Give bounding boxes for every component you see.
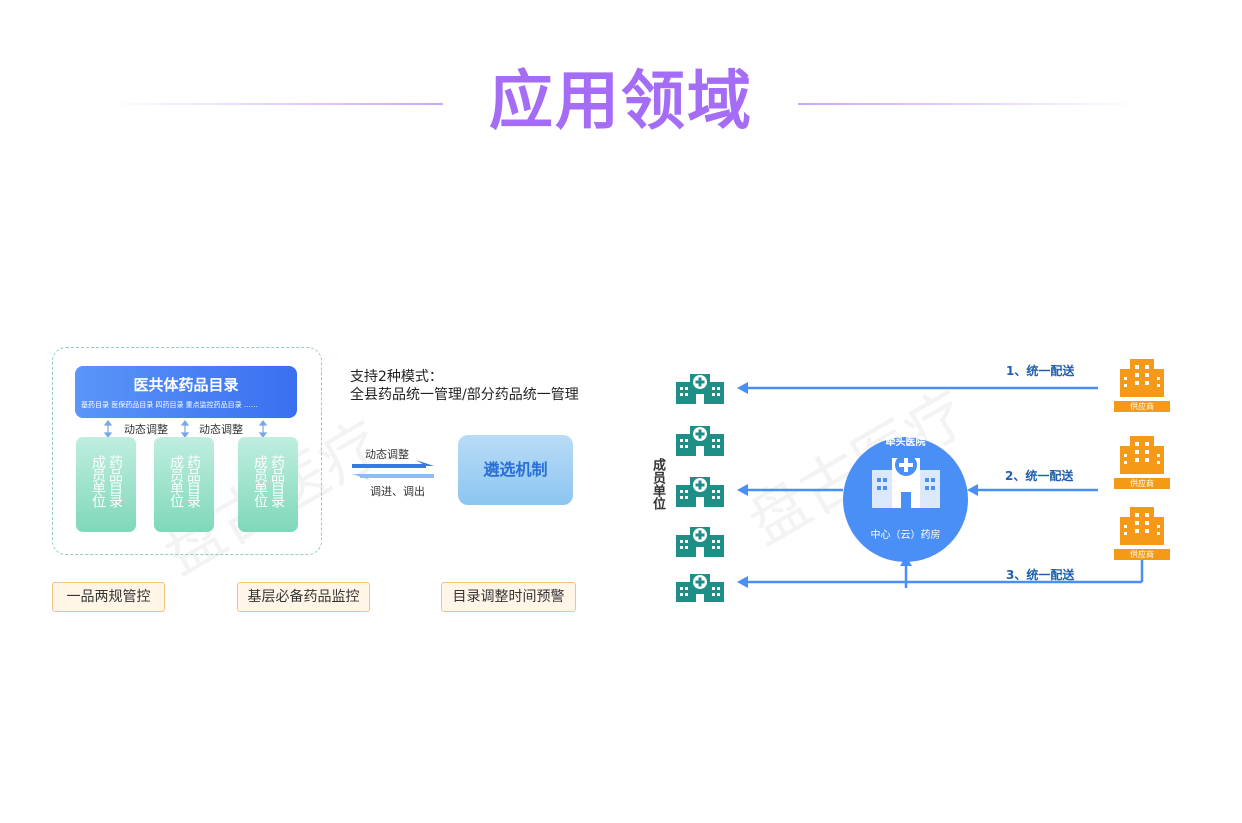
catalog-dashed-frame xyxy=(52,347,322,555)
lead-hospital-label: 牵头医院 xyxy=(885,437,926,448)
supplier-building-icon xyxy=(1120,507,1164,545)
exchange-arrows xyxy=(352,460,434,480)
selection-mechanism-box: 遴选机制 xyxy=(458,435,573,505)
supplier-3: 供应商 xyxy=(1114,505,1170,560)
supplier-label: 供应商 xyxy=(1114,549,1170,560)
page-title: 应用领域 xyxy=(489,65,753,139)
supplier-1: 供应商 xyxy=(1114,357,1170,412)
delivery-label-1: 1、统一配送 xyxy=(1006,364,1075,378)
exchange-bottom-label: 调进、调出 xyxy=(370,485,425,498)
dynamic-adjust-label-1: 动态调整 xyxy=(124,423,168,436)
catalog-title: 医共体药品目录 xyxy=(133,376,239,394)
catalog-header: 医共体药品目录 基药目录 医保药品目录 四药目录 重点监控药品目录 …… xyxy=(75,366,297,418)
member-units-label: 成员单位 xyxy=(650,458,665,510)
tag-one-product-two-specs: 一品两规管控 xyxy=(52,582,165,612)
dynamic-adjust-label-2: 动态调整 xyxy=(199,423,243,436)
modes-line-2: 全县药品统一管理/部分药品统一管理 xyxy=(350,387,579,403)
exchange-top-label: 动态调整 xyxy=(365,448,409,461)
title-divider-right xyxy=(798,103,1138,105)
delivery-label-3: 3、统一配送 xyxy=(1006,568,1075,582)
member-box-text-a: 成员单位 xyxy=(90,455,106,507)
supplier-label: 供应商 xyxy=(1114,401,1170,412)
supplier-2: 供应商 xyxy=(1114,434,1170,489)
central-pharmacy-label: 中心（云）药房 xyxy=(870,530,941,541)
member-box-text-a: 成员单位 xyxy=(252,455,268,507)
tag-catalog-time-alert: 目录调整时间预警 xyxy=(441,582,576,612)
member-catalog-box-1: 成员单位 药品目录 xyxy=(76,437,136,532)
modes-line-1: 支持2种模式： xyxy=(350,369,443,385)
supplier-building-icon xyxy=(1120,359,1164,397)
member-box-text-b: 药品目录 xyxy=(269,455,285,507)
title-divider-left xyxy=(108,103,443,105)
catalog-subtitle: 基药目录 医保药品目录 四药目录 重点监控药品目录 …… xyxy=(81,401,258,409)
member-catalog-box-3: 成员单位 药品目录 xyxy=(238,437,298,532)
dynamic-adjust-arrows xyxy=(103,420,268,438)
delivery-label-2: 2、统一配送 xyxy=(1005,469,1074,483)
member-box-text-b: 药品目录 xyxy=(107,455,123,507)
member-box-text-b: 药品目录 xyxy=(185,455,201,507)
member-box-text-a: 成员单位 xyxy=(168,455,184,507)
central-pharmacy-circle: 牵头医院 中心（云）药房 xyxy=(843,437,968,562)
modes-text: 支持2种模式： 全县药品统一管理/部分药品统一管理 xyxy=(350,368,579,404)
supplier-label: 供应商 xyxy=(1114,478,1170,489)
supplier-building-icon xyxy=(1120,436,1164,474)
tag-essential-drug-monitor: 基层必备药品监控 xyxy=(237,582,370,612)
center-hospital-icon xyxy=(872,454,940,508)
member-catalog-box-2: 成员单位 药品目录 xyxy=(154,437,214,532)
